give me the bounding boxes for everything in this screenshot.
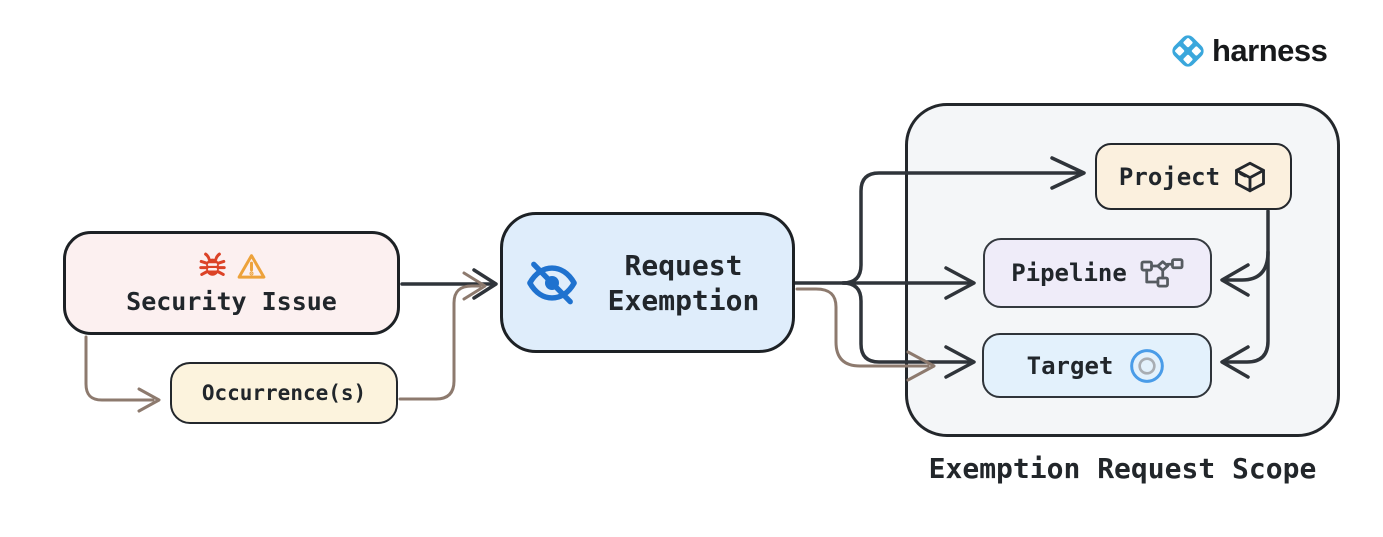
scope-caption: Exemption Request Scope	[928, 452, 1317, 485]
harness-logo-text: harness	[1212, 33, 1328, 68]
arrow-project-to-pipeline	[1224, 250, 1270, 282]
arrowhead-exemption-in	[472, 268, 498, 300]
arrow-security-to-occurrence	[84, 335, 155, 402]
bug-icon	[196, 250, 229, 283]
request-exemption-label: Request Exemption	[607, 248, 760, 317]
arrow-exemption-to-target	[841, 281, 972, 364]
occurrences-label: Occurrence(s)	[201, 381, 367, 405]
node-pipeline: Pipeline	[983, 238, 1212, 308]
node-occurrences: Occurrence(s)	[170, 362, 398, 424]
pipeline-label: Pipeline	[1011, 259, 1127, 287]
eye-off-icon	[524, 255, 580, 311]
harness-logo-icon	[1168, 31, 1208, 71]
harness-logo: harness	[1168, 31, 1328, 71]
security-issue-icons	[196, 250, 267, 283]
node-project: Project	[1095, 143, 1292, 210]
workflow-icon	[1140, 257, 1184, 289]
arrowhead-occurrence-target-in	[906, 350, 936, 382]
arrowhead-project-in	[1050, 156, 1086, 190]
warning-triangle-icon	[236, 251, 267, 282]
arrowhead-pipeline-in	[944, 266, 976, 300]
arrowhead-occurrence-in	[137, 387, 161, 413]
node-target: Target	[982, 333, 1212, 398]
arrowhead-target-right-in	[1220, 345, 1250, 379]
arrow-exemption-to-project	[841, 171, 1082, 285]
arrowhead-occurrence-exemption-in	[462, 271, 487, 301]
arrow-occurrence-to-exemption	[398, 284, 482, 401]
arrow-occurrence-to-target	[795, 287, 930, 368]
arrow-project-to-target	[1224, 209, 1270, 364]
project-label: Project	[1118, 162, 1221, 191]
security-issue-label: Security Issue	[126, 287, 337, 316]
package-icon	[1232, 159, 1268, 195]
target-label: Target	[1026, 351, 1114, 380]
arrowhead-pipeline-right-in	[1220, 263, 1250, 297]
target-icon	[1127, 346, 1167, 386]
node-security-issue: Security Issue	[63, 231, 400, 335]
arrowhead-target-in	[944, 345, 976, 379]
node-request-exemption: Request Exemption	[500, 212, 795, 353]
